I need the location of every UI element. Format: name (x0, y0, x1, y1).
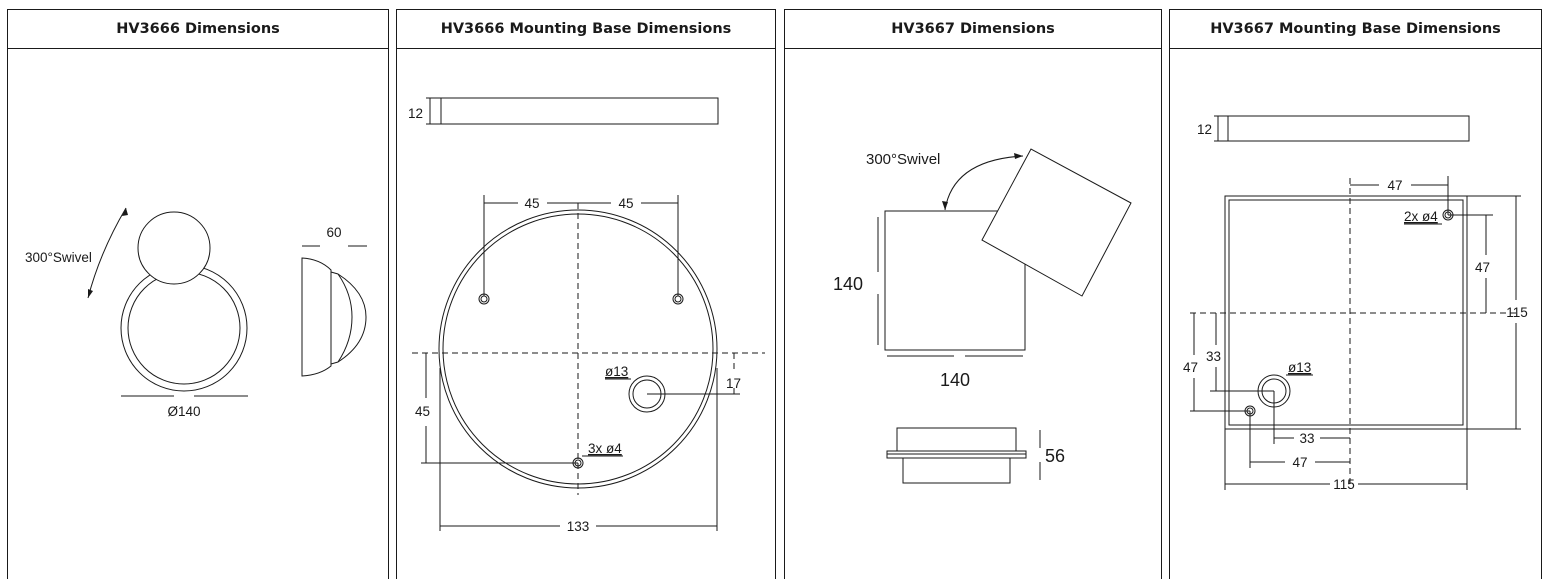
left-offset-label: 45 (524, 196, 539, 211)
panel-hv3666-mounting-base: HV3666 Mounting Base Dimensions 12 45 45 (396, 9, 776, 579)
front-square (884, 210, 1026, 351)
center-hole-label: ø13 (1288, 360, 1311, 375)
height-label: 140 (833, 274, 863, 294)
hv3667-base-drawing: 12 47 2x ø4 47 (1183, 115, 1528, 492)
swivel-arrowhead-right (1014, 153, 1023, 159)
right-offset-label: 45 (618, 196, 633, 211)
width-label: 115 (1333, 477, 1355, 492)
panel-hv3667-mounting-base: HV3667 Mounting Base Dimensions 12 47 2x… (1169, 9, 1542, 579)
swivel-arrowhead-bottom (88, 289, 93, 298)
hv3666-drawing: 300°Swivel Ø140 60 (25, 207, 367, 419)
panel-title: HV3666 Mounting Base Dimensions (397, 10, 775, 49)
swivel-label: 300°Swivel (25, 250, 92, 265)
width-label: 140 (940, 370, 970, 390)
screw-hole-left-inner (480, 295, 488, 303)
rotated-head (981, 148, 1132, 297)
side-view-bottom (902, 457, 1011, 484)
height-label: 115 (1506, 305, 1528, 320)
swivel-arrowhead-top (122, 208, 128, 216)
center-hole-label: ø13 (605, 364, 628, 379)
screw-holes-label: 3x ø4 (588, 441, 622, 456)
thickness-label: 12 (1197, 122, 1212, 137)
panel-title: HV3667 Dimensions (785, 10, 1161, 49)
side-view-back (301, 257, 332, 377)
thickness-label: 12 (408, 106, 423, 121)
depth-label: 60 (326, 225, 341, 240)
right-offset-label: 47 (1475, 260, 1490, 275)
side-view-top (896, 427, 1017, 452)
panel-hv3667-dimensions: HV3667 Dimensions 300°Swivel 140 140 (784, 9, 1162, 579)
left-hole-label: 47 (1183, 360, 1198, 375)
left-center-label: 33 (1206, 349, 1221, 364)
lamp-ring-inner (127, 271, 241, 385)
top-offset-label: 47 (1387, 178, 1402, 193)
screw-hole-left (478, 293, 490, 305)
swivel-label: 300°Swivel (866, 151, 940, 168)
swivel-arrowhead-bottom (942, 201, 948, 210)
swivel-arrow (944, 155, 1024, 211)
panel-hv3666-dimensions: HV3666 Dimensions 300°Swivel Ø140 60 (7, 9, 389, 579)
bottom-center-label: 33 (1299, 431, 1314, 446)
diameter-label: 133 (567, 519, 590, 534)
panel-title: HV3667 Mounting Base Dimensions (1170, 10, 1541, 49)
panel-title: HV3666 Dimensions (8, 10, 388, 49)
diameter-label: Ø140 (167, 404, 200, 419)
hv3666-base-drawing: 12 45 45 ø13 (408, 97, 765, 534)
swivel-arrow (87, 207, 127, 299)
side-view-dome-inner (337, 273, 353, 363)
base-side-view (1227, 115, 1470, 142)
depth-label: 56 (1045, 446, 1065, 466)
bottom-offset-label: 45 (415, 404, 430, 419)
lamp-head (137, 211, 211, 285)
hv3667-drawing: 300°Swivel 140 140 56 (833, 148, 1132, 484)
screw-hole-right (672, 293, 684, 305)
lamp-ring-outer (120, 264, 248, 392)
screw-holes-label: 2x ø4 (1404, 209, 1438, 224)
bottom-hole-label: 47 (1292, 455, 1307, 470)
hole-offset-label: 17 (726, 376, 741, 391)
side-view-dome (330, 271, 367, 365)
screw-hole-right-inner (674, 295, 682, 303)
base-side-view (440, 97, 719, 125)
